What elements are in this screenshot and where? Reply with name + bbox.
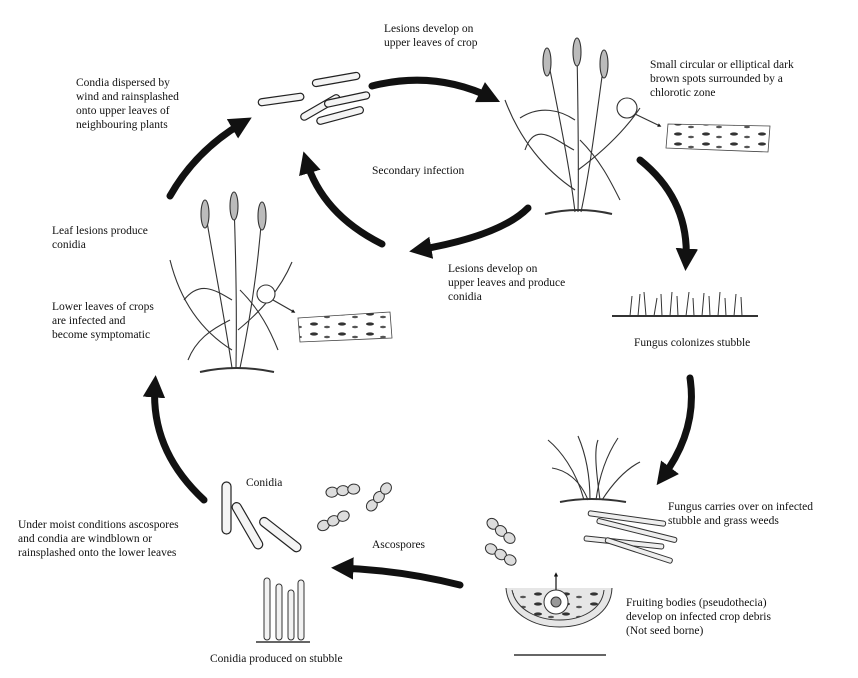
label-lesions-upper: Lesions develop on upper leaves and prod… bbox=[448, 262, 565, 304]
leaf-spots-upper bbox=[666, 124, 770, 152]
label-conidia-stubble: Conidia produced on stubble bbox=[210, 652, 343, 666]
label-lesions-develop: Lesions develop on upper leaves of crop bbox=[384, 22, 478, 50]
conidia-spores bbox=[222, 482, 303, 554]
dispersed-conidia bbox=[258, 72, 371, 125]
stubble-colonized bbox=[612, 292, 758, 316]
grass-weeds bbox=[548, 436, 640, 502]
label-fungus-colonizes: Fungus colonizes stubble bbox=[634, 336, 750, 350]
arrow-stubble-to-grass bbox=[662, 378, 691, 478]
arrow-debris-to-spores bbox=[340, 568, 460, 585]
secondary-infection-label: Secondary infection bbox=[372, 164, 464, 178]
arrow-upper-crop-to-stubble bbox=[640, 160, 686, 262]
arrow-secondary-inner-right bbox=[418, 208, 528, 250]
label-moist-conditions: Under moist conditions ascospores and co… bbox=[18, 518, 179, 560]
label-lower-leaves: Lower leaves of crops are infected and b… bbox=[52, 300, 154, 342]
ascospores bbox=[316, 481, 518, 568]
label-small-spots: Small circular or elliptical dark brown … bbox=[650, 58, 794, 100]
arrow-leaf-to-dispersal bbox=[170, 122, 244, 196]
pseudothecium bbox=[506, 574, 612, 655]
label-leaf-lesions: Leaf lesions produce conidia bbox=[52, 224, 148, 252]
arrow-moist-to-lower-leaves bbox=[155, 384, 204, 500]
infected-stubble-pieces bbox=[584, 511, 677, 564]
arrow-secondary-inner-left bbox=[306, 160, 382, 244]
conidiophores bbox=[256, 578, 310, 642]
leaf-spots-lower bbox=[298, 312, 392, 342]
label-condia-dispersed: Condia dispersed by wind and rainsplashe… bbox=[76, 76, 179, 132]
label-fruiting-bodies: Fruiting bodies (pseudothecia) develop o… bbox=[626, 596, 771, 638]
label-ascospores: Ascospores bbox=[372, 538, 425, 552]
upper-crop-plant bbox=[505, 38, 660, 214]
arrow-spores-to-upper-crop bbox=[372, 80, 492, 98]
label-conidia: Conidia bbox=[246, 476, 282, 490]
label-fungus-carries: Fungus carries over on infected stubble … bbox=[668, 500, 813, 528]
lower-crop-plant bbox=[170, 192, 294, 372]
